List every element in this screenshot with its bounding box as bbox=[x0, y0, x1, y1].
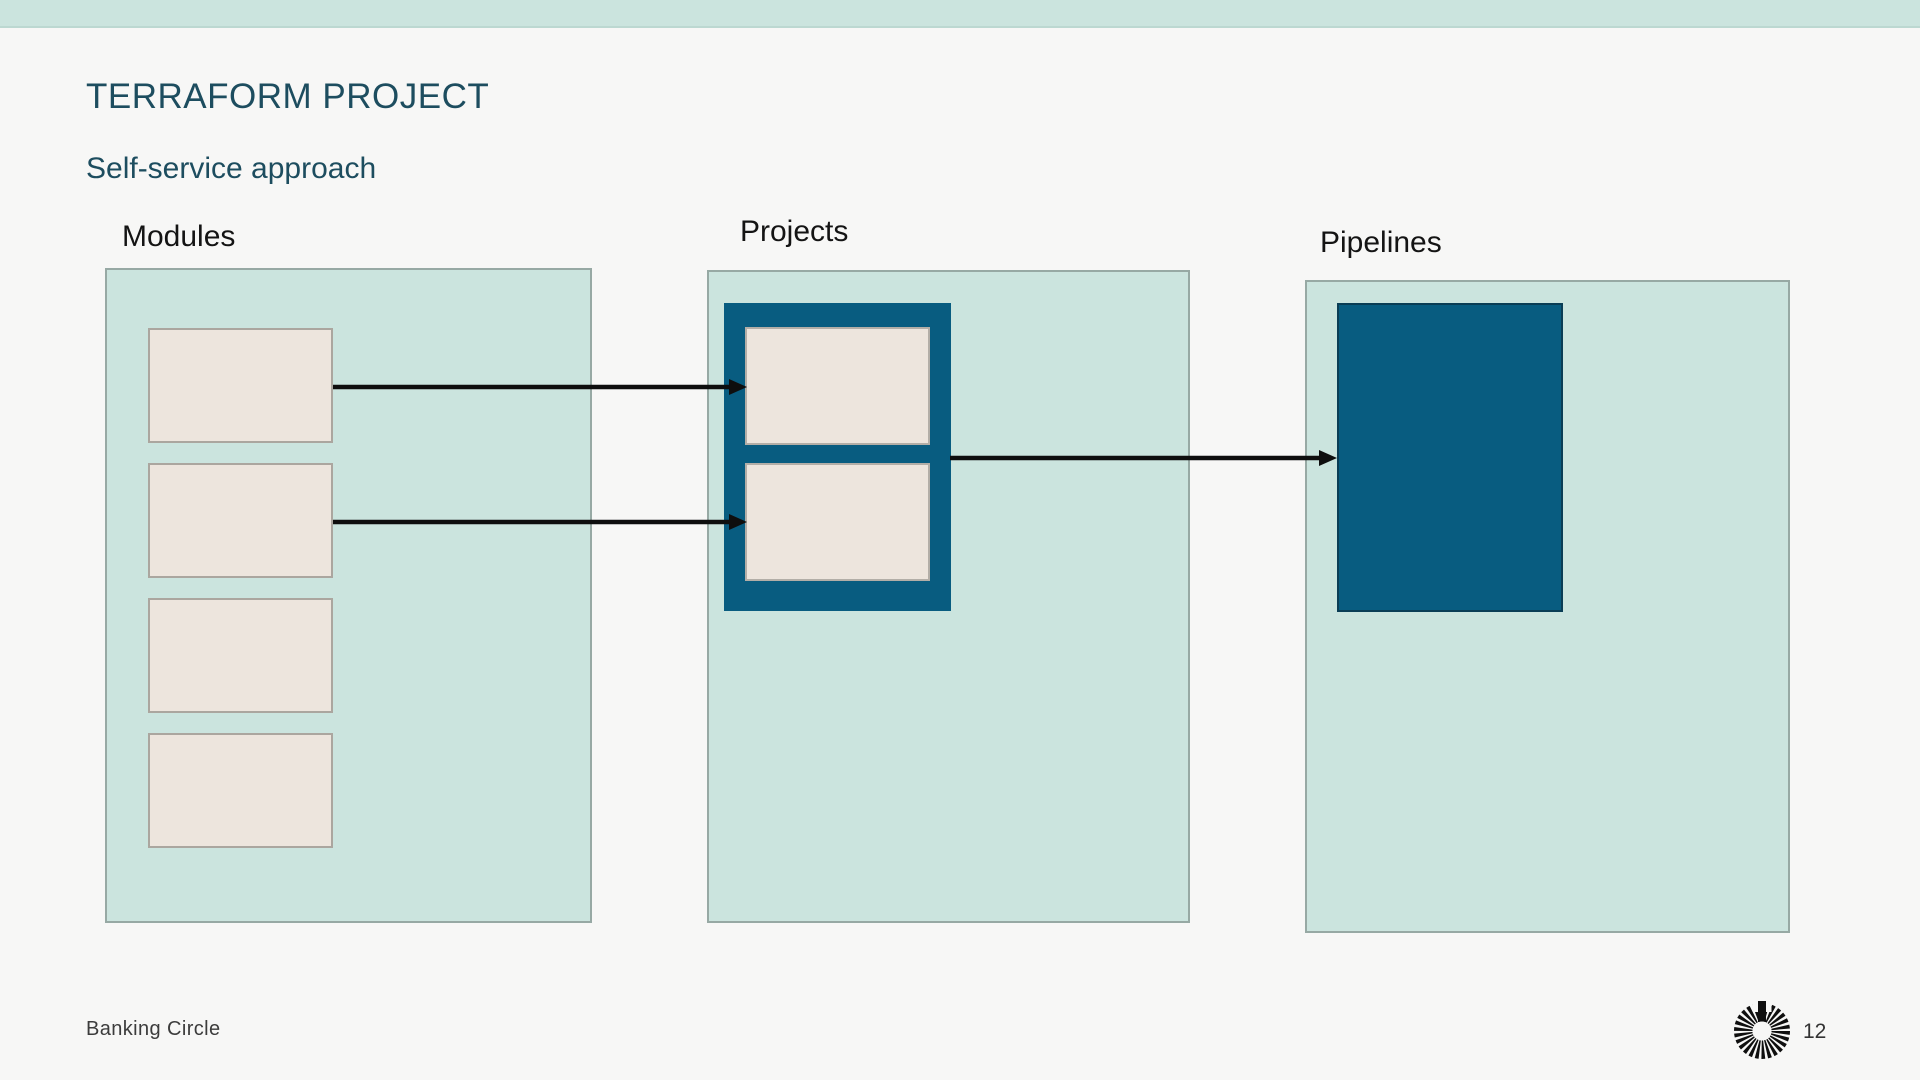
modules-panel bbox=[105, 268, 592, 923]
column-label-modules: Modules bbox=[122, 220, 236, 253]
module-box-2 bbox=[148, 463, 333, 578]
pipeline-box bbox=[1337, 303, 1563, 612]
module-box-3 bbox=[148, 598, 333, 713]
footer-company-name: Banking Circle bbox=[86, 1018, 221, 1040]
module-box-1 bbox=[148, 328, 333, 443]
page-number: 12 bbox=[1803, 1020, 1827, 1043]
projects-panel bbox=[707, 270, 1190, 923]
column-label-pipelines: Pipelines bbox=[1320, 226, 1442, 259]
project-module-box-2 bbox=[745, 463, 930, 581]
page-title: TERRAFORM PROJECT bbox=[86, 77, 490, 116]
banking-circle-logo-icon bbox=[1731, 1000, 1793, 1062]
projects-group-box bbox=[724, 303, 951, 611]
module-box-4 bbox=[148, 733, 333, 848]
pipelines-panel bbox=[1305, 280, 1790, 933]
column-label-projects: Projects bbox=[740, 215, 849, 248]
project-module-box-1 bbox=[745, 327, 930, 445]
page-subtitle: Self-service approach bbox=[86, 152, 377, 185]
top-accent-strip bbox=[0, 0, 1920, 28]
